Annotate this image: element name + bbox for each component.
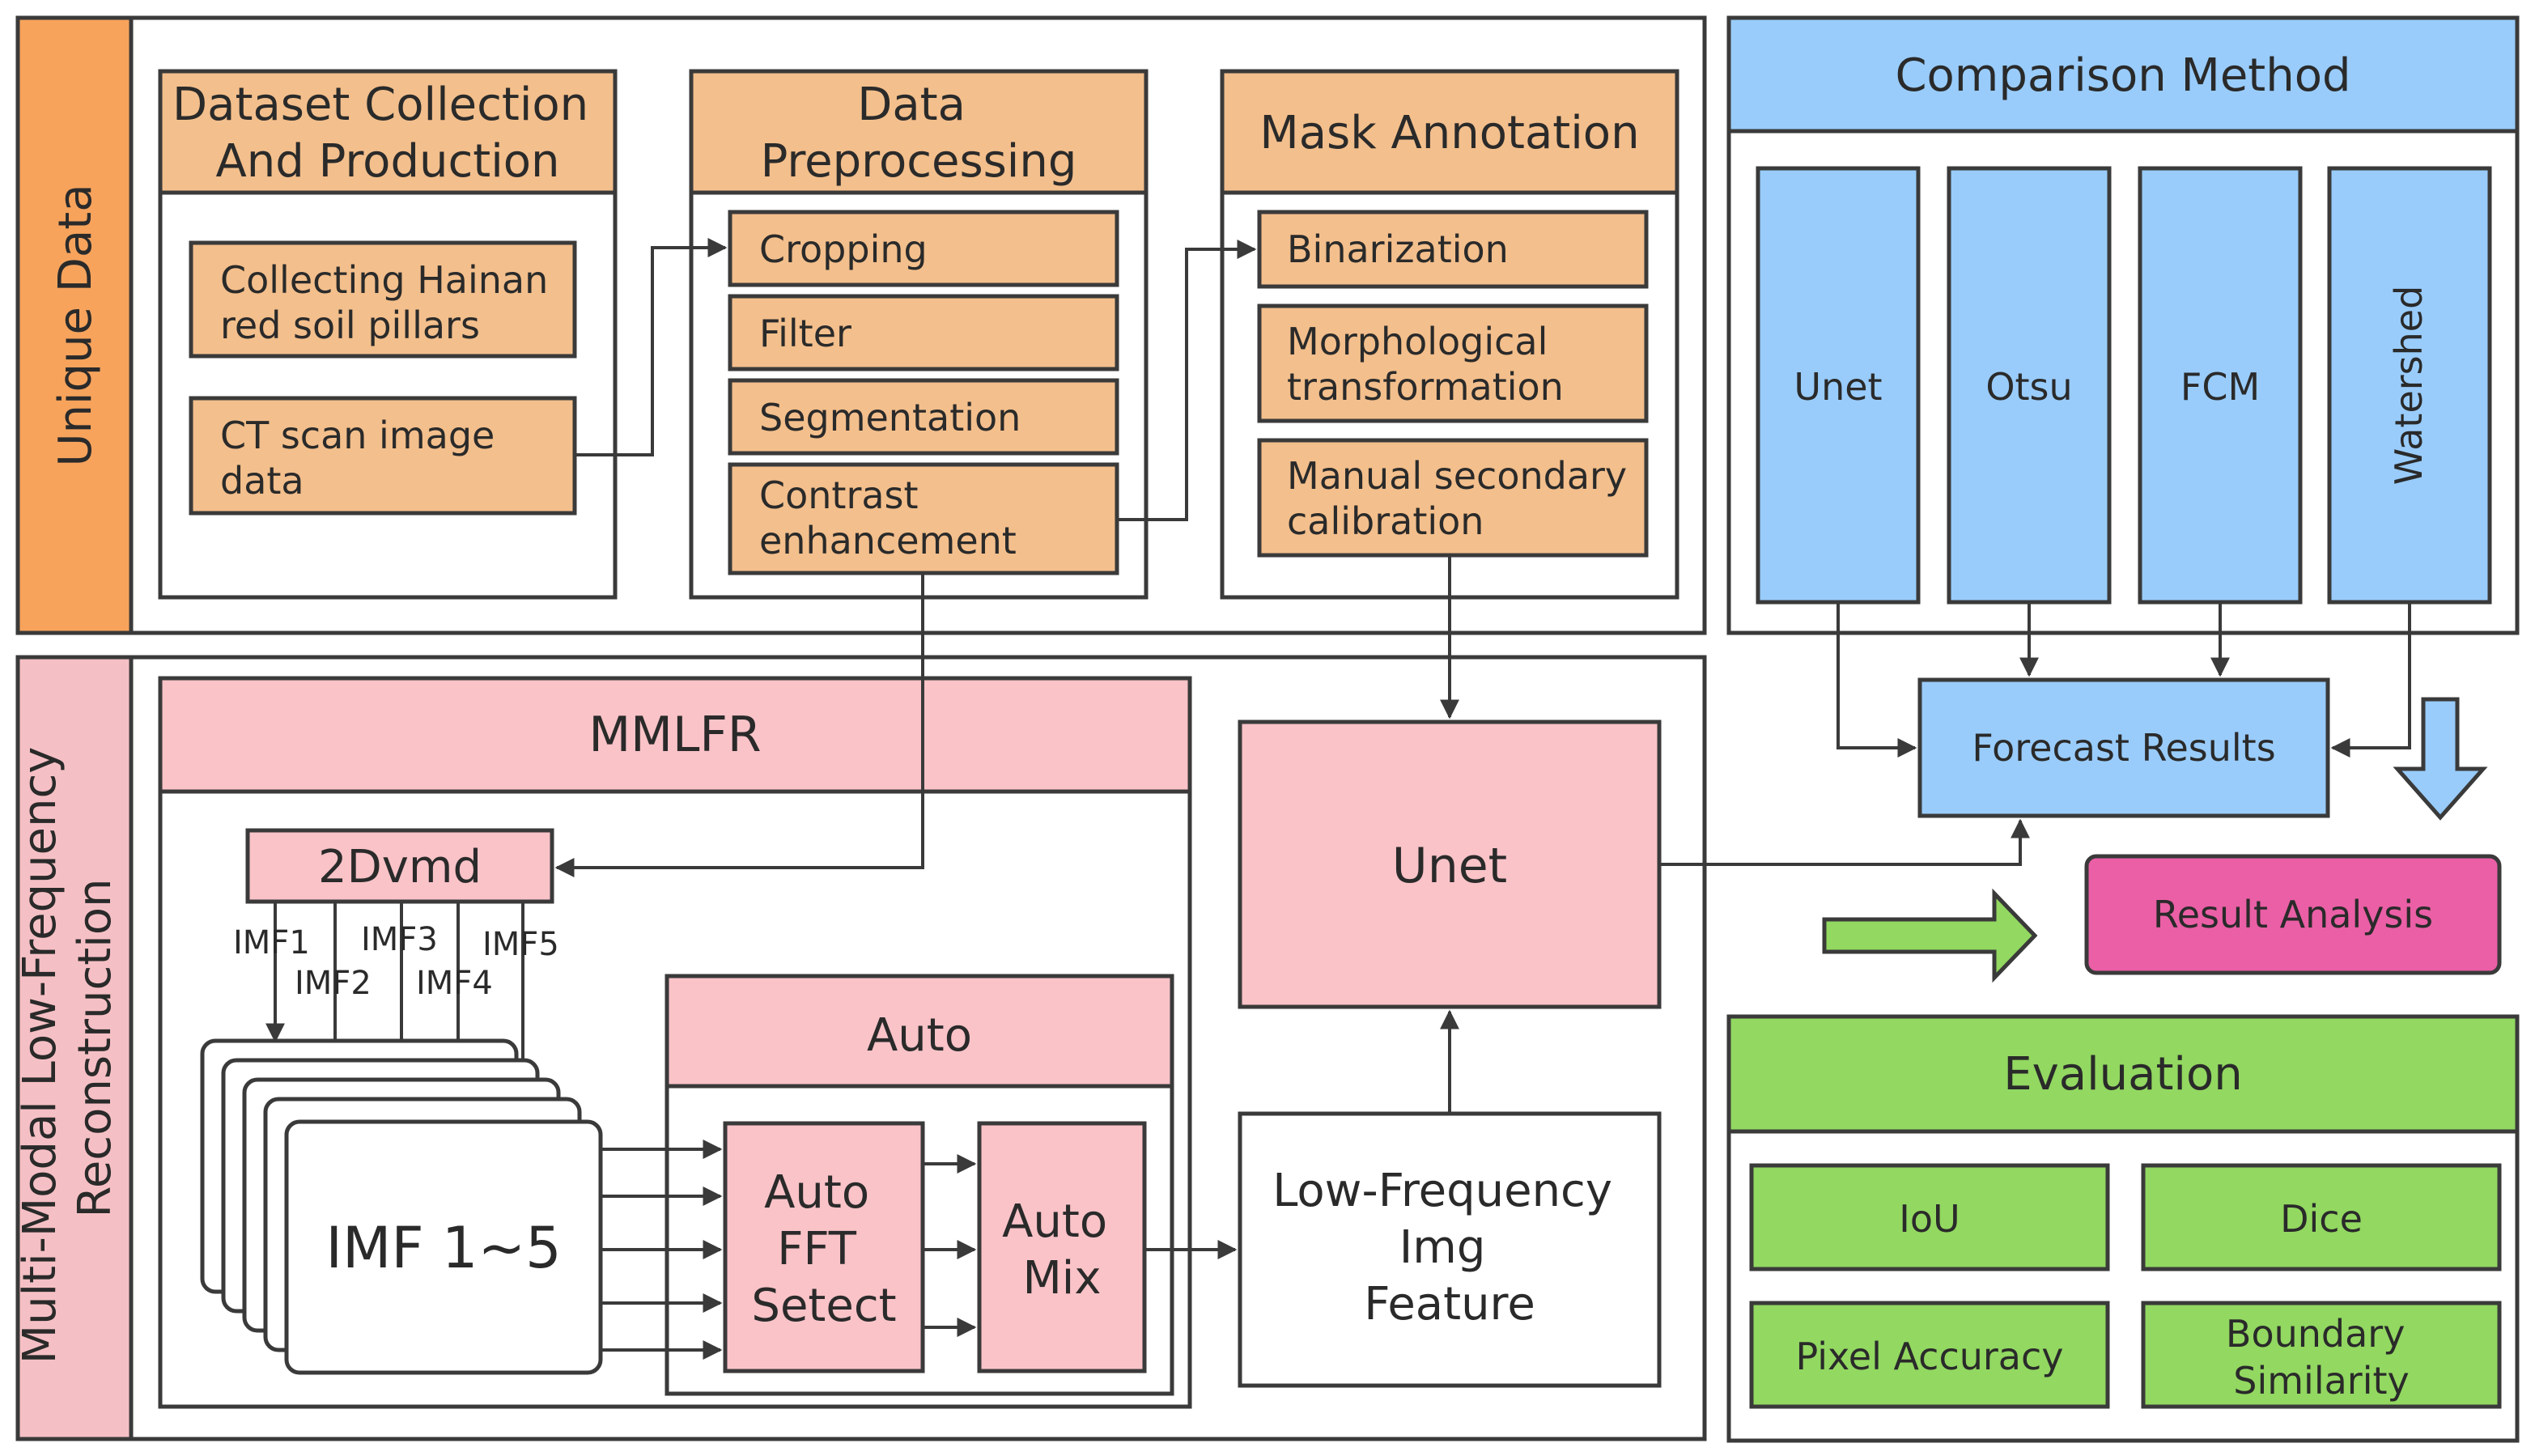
dataset-item-ct xyxy=(189,396,577,516)
mmlfr-section-band xyxy=(15,655,134,1441)
preprocessing-header xyxy=(689,69,1149,195)
mmlfr-header xyxy=(158,676,1192,794)
vmd-label: 2Dvmd xyxy=(318,841,482,894)
unique-data-band xyxy=(15,15,134,635)
method-unet-label: Unet xyxy=(1794,365,1882,409)
metric-iou xyxy=(1749,1163,2110,1271)
imf4-label: IMF4 xyxy=(416,965,493,1002)
right-block-arrow-icon xyxy=(1822,888,2038,983)
auto-title: Auto xyxy=(867,1009,972,1062)
down-block-arrow-icon xyxy=(2393,697,2488,821)
imf3-label: IMF3 xyxy=(361,921,438,958)
mask-item-binarization xyxy=(1257,210,1649,289)
unet-center-label: Unet xyxy=(1392,838,1507,894)
preprocessing-item-contrast-label: Contrast enhancement xyxy=(759,473,1017,562)
preprocessing-item-segmentation xyxy=(728,378,1119,456)
dataset-item-hainan xyxy=(189,240,577,359)
auto-header xyxy=(665,974,1174,1089)
method-fcm xyxy=(2138,166,2303,605)
metric-boundary-similarity xyxy=(2141,1301,2502,1409)
mmlfr-section-label: Multi-Modal Low-Frequency Reconstruction xyxy=(14,732,121,1364)
mask-item-binarization-label: Binarization xyxy=(1287,227,1509,271)
imf2-label: IMF2 xyxy=(295,965,372,1002)
preprocessing-item-filter xyxy=(728,294,1119,371)
preprocessing-item-contrast xyxy=(728,462,1119,575)
forecast-results-label: Forecast Results xyxy=(1972,726,2275,770)
arrow-contrast-to-vmd xyxy=(554,575,924,877)
unet-center-box xyxy=(1238,720,1662,1009)
lowfreq-feature-box xyxy=(1238,1111,1662,1388)
imf-card-5 xyxy=(284,1119,603,1375)
mask-item-manual xyxy=(1257,438,1649,558)
preprocessing-item-cropping xyxy=(728,210,1119,287)
method-unet xyxy=(1756,166,1921,605)
metric-dice xyxy=(2141,1163,2502,1271)
dataset-item-ct-label: CT scan image data xyxy=(220,414,507,503)
arrow-unet-to-forecast xyxy=(1836,604,1917,758)
evaluation-header xyxy=(1726,1014,2520,1134)
lowfreq-feature-label: Low-Frequency Img Feature xyxy=(1272,1165,1627,1331)
mask-item-morphological-label: Morphological transformation xyxy=(1287,320,1564,409)
mask-item-manual-label: Manual secondary calibration xyxy=(1287,454,1639,543)
comparison-title: Comparison Method xyxy=(1895,49,2350,102)
preprocessing-item-cropping-label: Cropping xyxy=(759,227,928,271)
method-otsu-label: Otsu xyxy=(1985,365,2072,409)
dataset-title: Dataset Collection And Production xyxy=(172,79,603,188)
dataset-header xyxy=(158,69,618,195)
forecast-results-box xyxy=(1917,677,2330,818)
preprocessing-title: Data Preprocessing xyxy=(761,79,1077,188)
result-analysis-label: Result Analysis xyxy=(2153,893,2433,936)
imf5-label: IMF5 xyxy=(482,926,559,963)
method-otsu xyxy=(1947,166,2112,605)
metric-iou-label: IoU xyxy=(1899,1197,1960,1241)
arrow-contrast-to-binarization xyxy=(1119,240,1257,521)
unique-data-label: Unique Data xyxy=(49,184,102,466)
preprocessing-item-segmentation-label: Segmentation xyxy=(759,396,1021,439)
arrow-ct-to-cropping xyxy=(576,238,728,456)
mmlfr-title: MMLFR xyxy=(588,707,761,763)
evaluation-title: Evaluation xyxy=(2003,1048,2242,1101)
imf-stack-label: IMF 1~5 xyxy=(325,1215,561,1281)
metric-boundary-similarity-label: Boundary Similarity xyxy=(2226,1312,2417,1403)
metric-dice-label: Dice xyxy=(2280,1197,2363,1241)
auto-fft-label: Auto FFT Setect xyxy=(751,1166,896,1332)
metric-pixel-accuracy xyxy=(1749,1301,2110,1409)
mask-item-morphological xyxy=(1257,304,1649,423)
vmd-box xyxy=(245,828,554,904)
arrow-watershed-to-forecast xyxy=(2330,604,2411,758)
comparison-header xyxy=(1726,15,2520,134)
mask-header xyxy=(1220,69,1679,195)
result-analysis-box xyxy=(2084,854,2502,975)
auto-mix-label: Auto Mix xyxy=(1002,1195,1122,1305)
dataset-item-hainan-label: Collecting Hainan red soil pillars xyxy=(220,258,560,347)
arrow-unet-to-forecast xyxy=(1661,818,2030,866)
metric-pixel-accuracy-label: Pixel Accuracy xyxy=(1795,1335,2063,1378)
auto-mix-box xyxy=(977,1121,1147,1373)
method-fcm-label: FCM xyxy=(2180,365,2260,409)
mask-title: Mask Annotation xyxy=(1259,107,1639,159)
preprocessing-item-filter-label: Filter xyxy=(759,312,851,355)
imf1-label: IMF1 xyxy=(233,924,310,961)
method-watershed xyxy=(2327,166,2492,605)
auto-fft-box xyxy=(723,1121,925,1373)
method-watershed-label: Watershed xyxy=(2387,286,2431,486)
